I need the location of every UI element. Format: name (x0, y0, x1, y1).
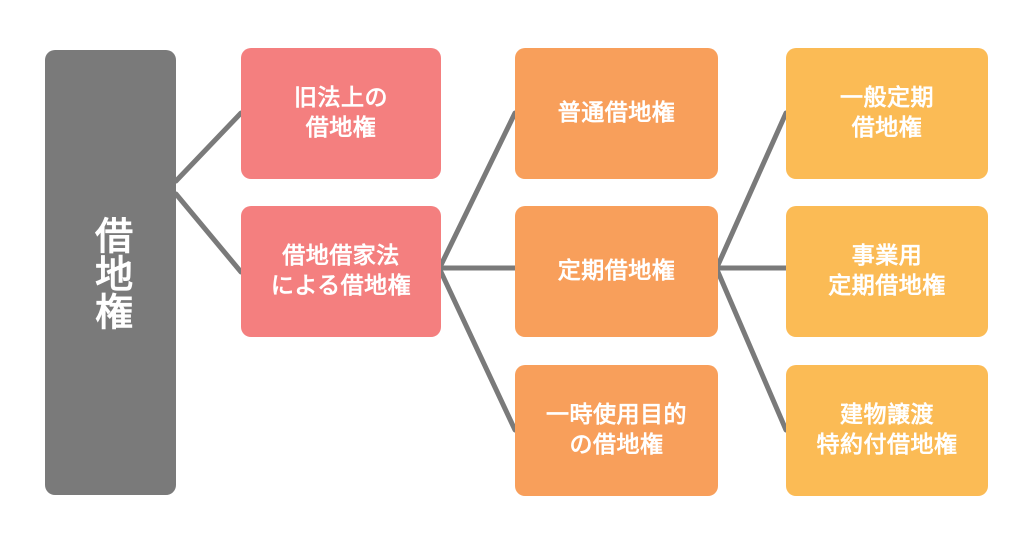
node-label-line2: 借地権 (305, 114, 377, 141)
connector-shakuchi-futsu (438, 110, 518, 268)
node-shakuchiken-root: 借地権 (45, 50, 176, 495)
node-label-line1: 旧法上の (294, 85, 388, 112)
node-label-line2: の借地権 (569, 431, 664, 458)
node-label-line1: 一般定期 (840, 85, 934, 112)
node-label-line1: 建物譲渡 (840, 402, 934, 429)
node-label: 普通借地権 (557, 99, 676, 126)
node-label-line2: による借地権 (270, 272, 412, 299)
node-ippan-teiki: 一般定期 借地権 (786, 48, 988, 179)
node-ichiji-shiyo: 一時使用目的 の借地権 (515, 365, 718, 496)
node-label-line2: 定期借地権 (828, 272, 946, 299)
node-label: 借地権 (88, 215, 133, 330)
node-label-line2: 特約付借地権 (816, 431, 958, 458)
node-label-line2: 借地権 (851, 114, 923, 141)
connector-teiki-ippan (715, 110, 789, 268)
connector-root-kyuho (173, 110, 244, 184)
node-tatemono-joto: 建物譲渡 特約付借地権 (786, 365, 988, 496)
node-label-line1: 一時使用目的 (546, 402, 687, 429)
node-kyuho-shakuchiken: 旧法上の 借地権 (241, 48, 441, 179)
connector-root-shakuchi (173, 191, 244, 275)
node-jigyoyo-teiki: 事業用 定期借地権 (786, 206, 988, 337)
node-futsu-shakuchiken: 普通借地権 (515, 48, 718, 179)
node-label-line1: 借地借家法 (282, 243, 400, 270)
node-label-line1: 事業用 (851, 243, 923, 270)
node-shakuchi-shakuyaho: 借地借家法 による借地権 (241, 206, 441, 337)
node-teiki-shakuchiken: 定期借地権 (515, 206, 718, 337)
connector-shakuchi-ichiji (438, 269, 518, 433)
connector-teiki-tatemono (715, 269, 789, 433)
node-label: 定期借地権 (557, 257, 676, 284)
